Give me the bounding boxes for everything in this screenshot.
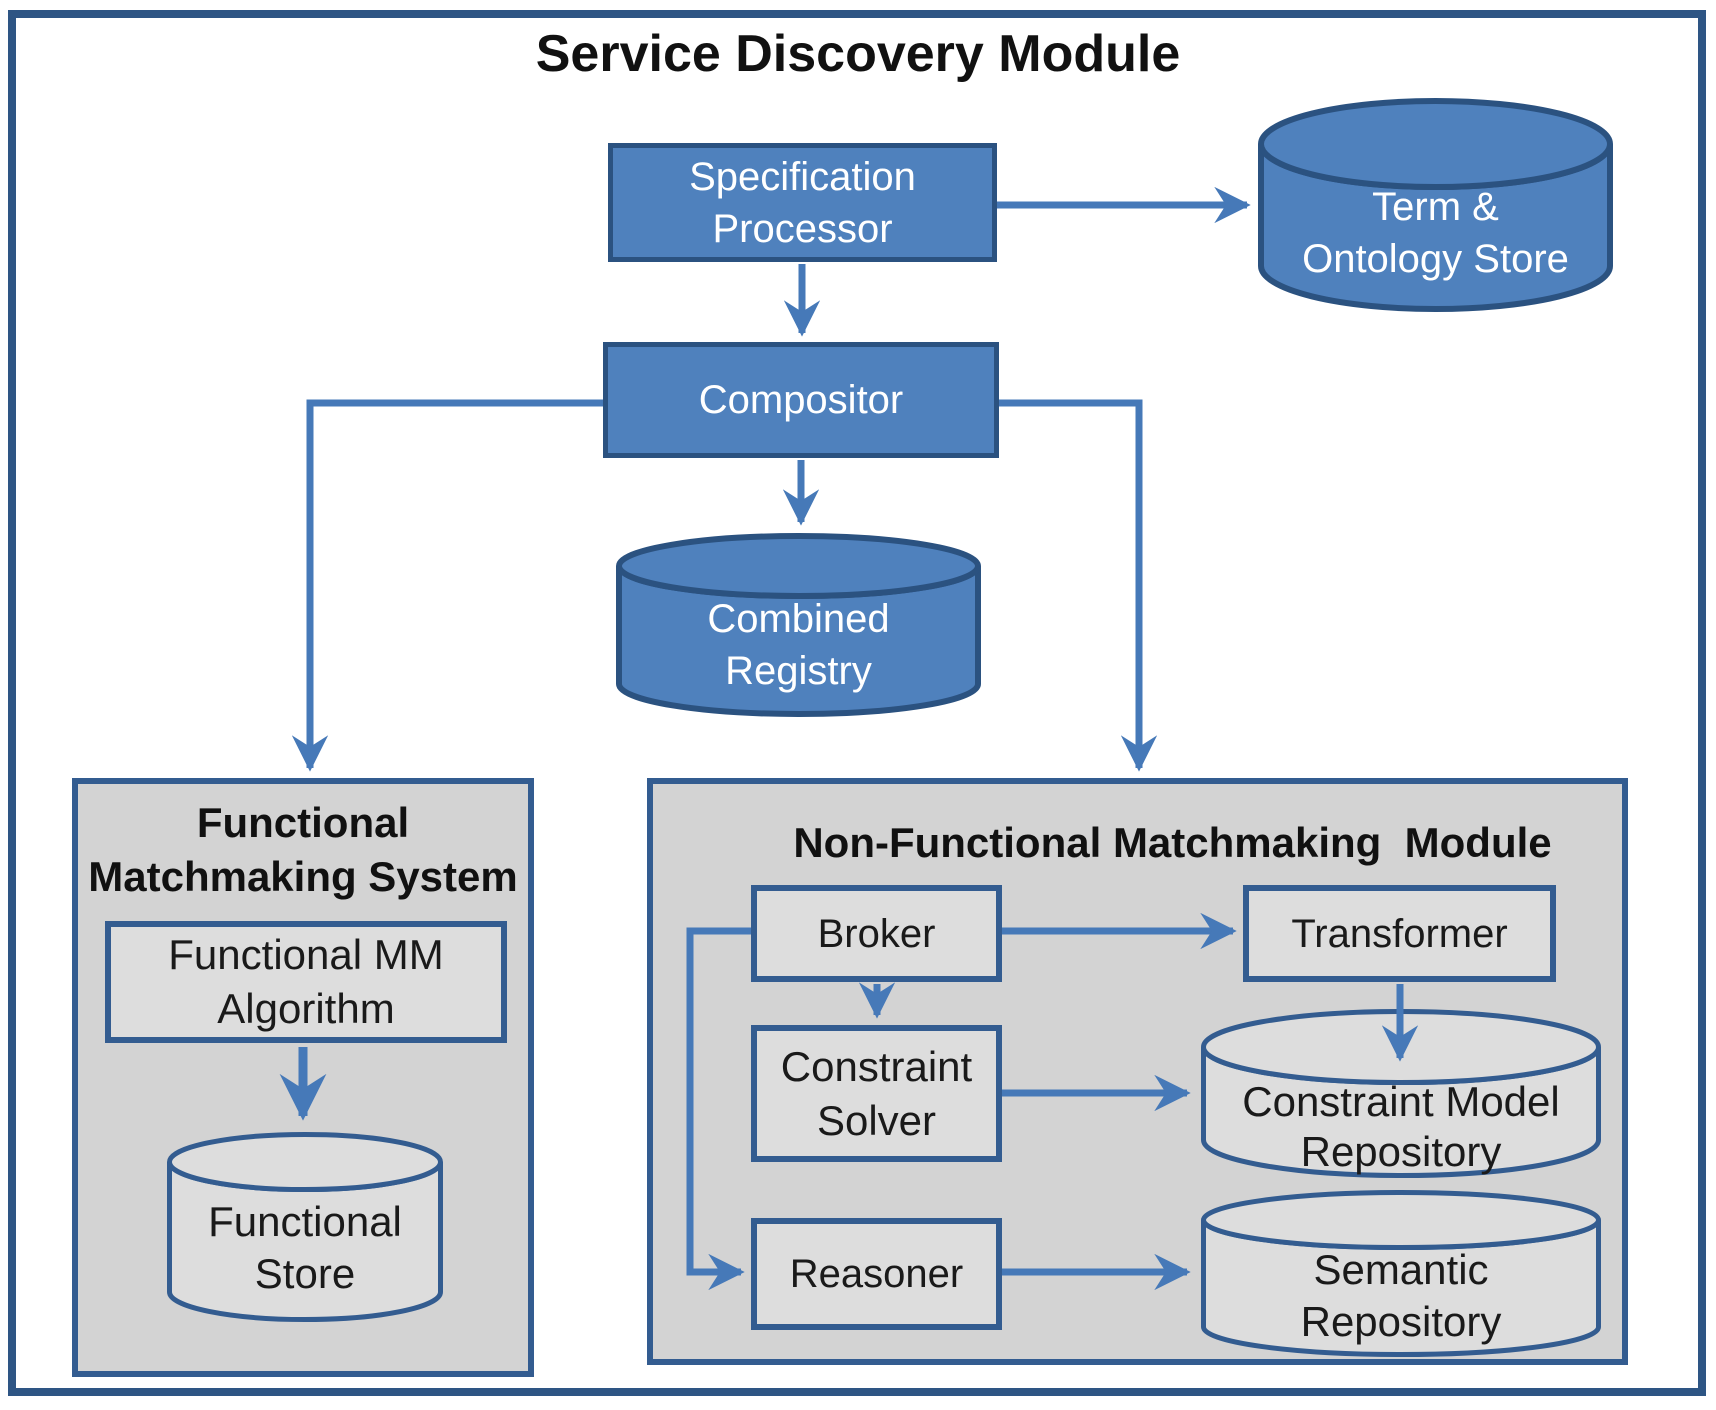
node-broker: Broker bbox=[751, 885, 1002, 982]
node-reasoner: Reasoner bbox=[751, 1218, 1002, 1330]
node-label: Constraint Model Repository bbox=[1242, 1077, 1560, 1175]
cylinder-top bbox=[616, 533, 981, 599]
node-label: Term & Ontology Store bbox=[1302, 184, 1569, 281]
node-label: Transformer bbox=[1291, 911, 1508, 956]
node-constraint-model-repository: Constraint Model Repository bbox=[1201, 1009, 1601, 1178]
node-label: Compositor bbox=[698, 378, 904, 422]
cylinder-shape bbox=[616, 533, 981, 717]
node-compositor: Compositor bbox=[603, 342, 999, 458]
cylinder-top bbox=[167, 1132, 443, 1192]
cylinder-top bbox=[1258, 98, 1613, 190]
node-label: Functional MM Algorithm bbox=[168, 931, 444, 1032]
cylinder-shape bbox=[1201, 1009, 1601, 1178]
node-specification-processor: Specification Processor bbox=[608, 143, 997, 262]
node-label: Functional Store bbox=[208, 1198, 402, 1297]
node-label: Reasoner bbox=[789, 1252, 964, 1296]
diagram-title: Service Discovery Module bbox=[535, 25, 1181, 83]
cylinder-top bbox=[1201, 1190, 1601, 1250]
node-label: Constraint Solver bbox=[780, 1042, 973, 1144]
node-term-ontology-store: Term & Ontology Store bbox=[1258, 98, 1613, 312]
node-functional-mm-algorithm: Functional MM Algorithm bbox=[105, 921, 507, 1043]
cylinder-shape bbox=[167, 1132, 443, 1322]
node-transformer: Transformer bbox=[1243, 885, 1556, 982]
node-label: Semantic Repository bbox=[1300, 1245, 1502, 1345]
node-combined-registry: Combined Registry bbox=[616, 533, 981, 717]
node-semantic-repository: Semantic Repository bbox=[1201, 1190, 1601, 1357]
cylinder-shape bbox=[1258, 98, 1613, 312]
node-functional-store: Functional Store bbox=[167, 1132, 443, 1322]
panel-title: Non-Functional Matchmaking Module bbox=[793, 819, 1552, 866]
cylinder-shape bbox=[1201, 1190, 1601, 1357]
node-constraint-solver: Constraint Solver bbox=[751, 1025, 1002, 1162]
node-label: Broker bbox=[817, 911, 936, 956]
node-label: Specification Processor bbox=[689, 154, 916, 251]
node-label: Combined Registry bbox=[707, 597, 890, 693]
panel-title: Functional Matchmaking System bbox=[88, 799, 518, 900]
